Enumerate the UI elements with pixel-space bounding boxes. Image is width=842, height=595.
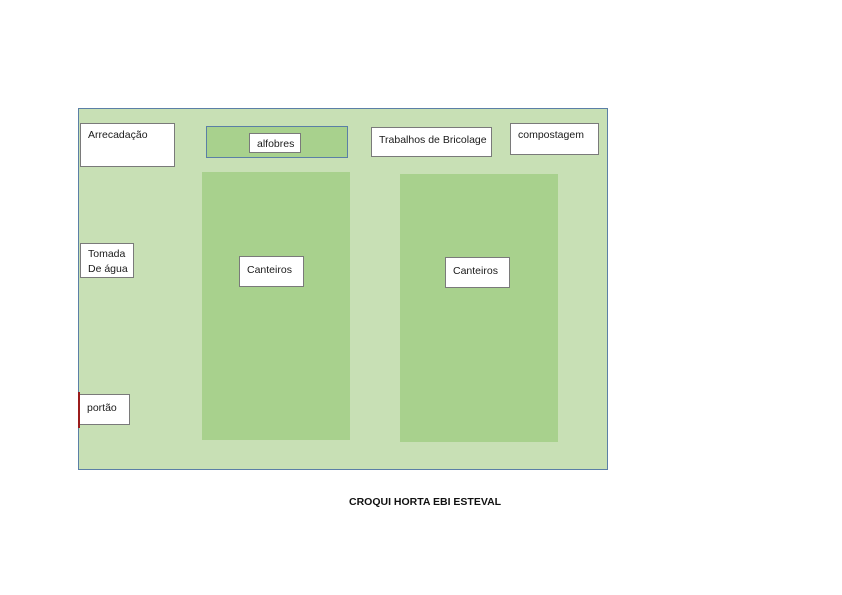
water-tap-label: Tomada De água	[80, 243, 134, 278]
gate-label: portão	[79, 394, 130, 425]
bed-right-label-text: Canteiros	[453, 265, 498, 277]
gate-label-text: portão	[87, 402, 117, 414]
gate-marker	[78, 392, 80, 428]
composting-label: compostagem	[510, 123, 599, 155]
bed-left-label: Canteiros	[239, 256, 304, 287]
seedbeds-label: alfobres	[249, 133, 301, 153]
bed-left-label-text: Canteiros	[247, 264, 292, 276]
diy-works-label-text: Trabalhos de Bricolage	[379, 134, 487, 146]
diy-works-label: Trabalhos de Bricolage	[371, 127, 492, 157]
water-tap-label-line2: De água	[88, 263, 128, 276]
storage-label: Arrecadação	[80, 123, 175, 167]
storage-label-text: Arrecadação	[88, 129, 148, 141]
seedbeds-label-text: alfobres	[257, 138, 295, 150]
bed-right-label: Canteiros	[445, 257, 510, 288]
cultivation-bed-right	[400, 174, 558, 442]
water-tap-label-line1: Tomada	[88, 248, 126, 260]
diagram-caption-text: CROQUI HORTA EBI ESTEVAL	[349, 496, 502, 508]
cultivation-bed-left	[202, 172, 350, 440]
composting-label-text: compostagem	[518, 129, 584, 141]
